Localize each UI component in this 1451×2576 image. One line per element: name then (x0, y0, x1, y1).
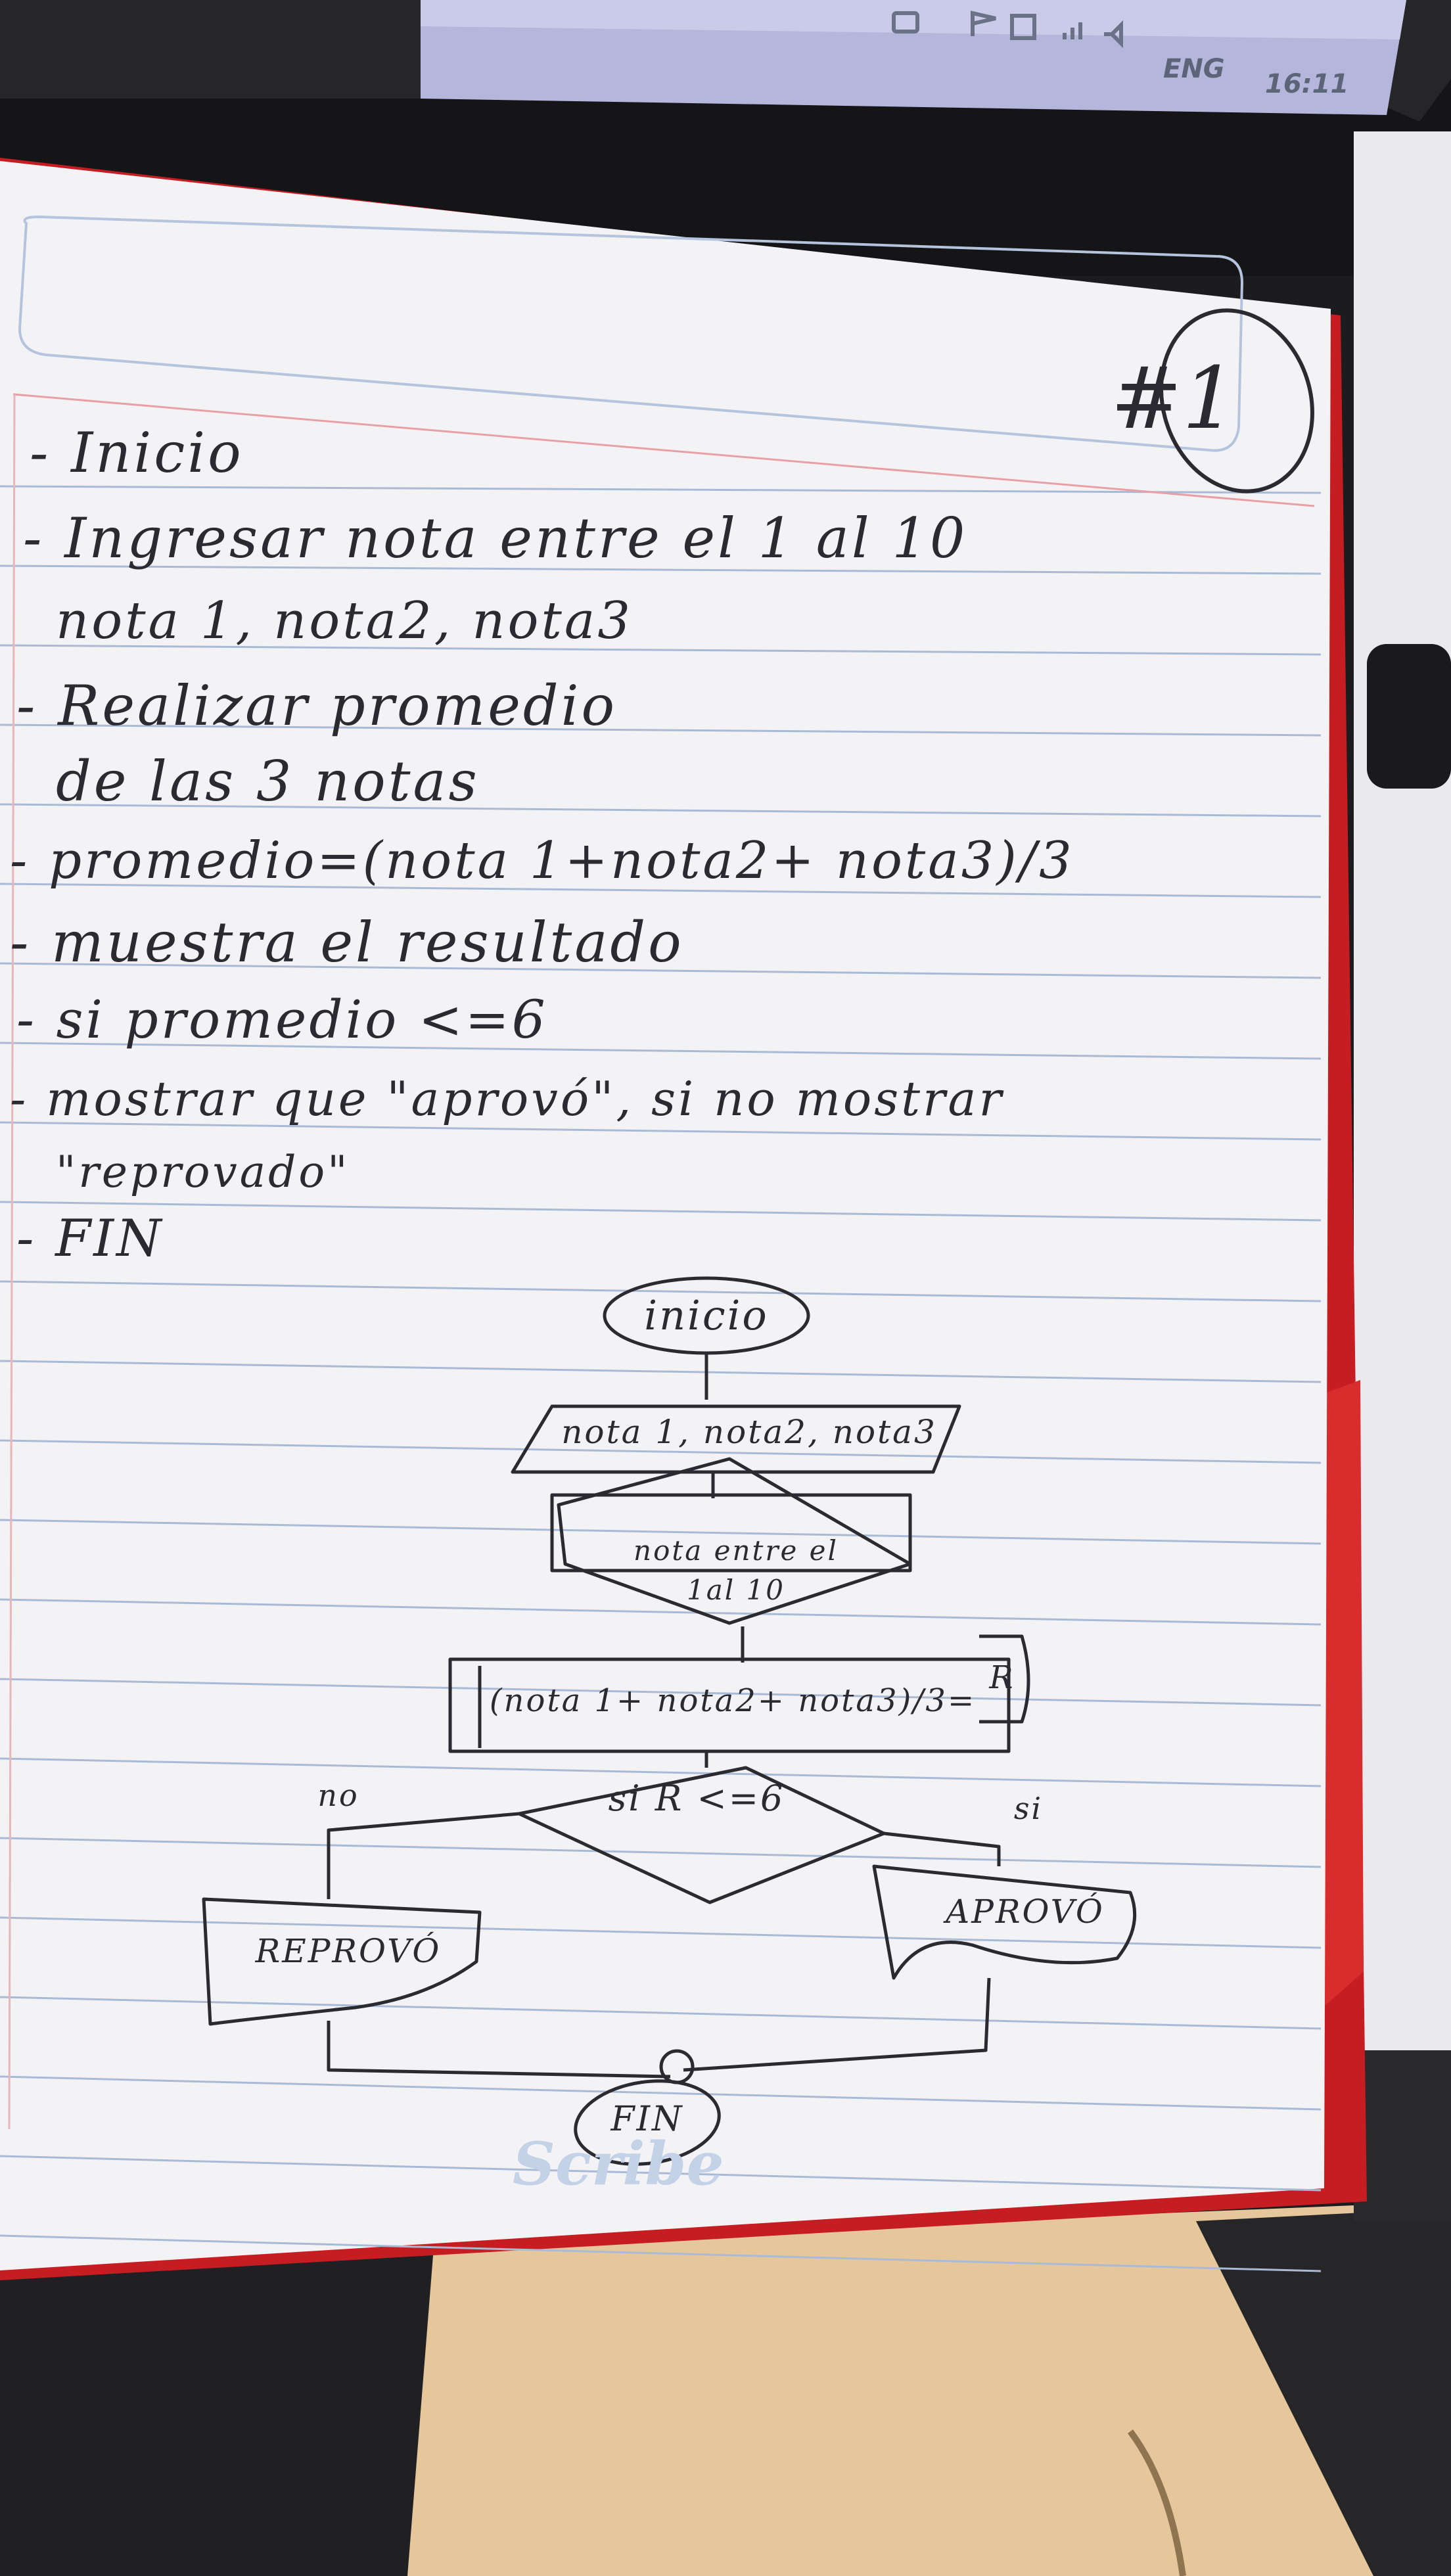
result-box (979, 1634, 1030, 1724)
start-terminal (603, 1276, 810, 1355)
taskbar-icons (892, 11, 1123, 49)
merge-left (327, 2021, 671, 2079)
merge-right (683, 1977, 991, 2072)
ruled-line (0, 485, 1322, 494)
end-terminal (574, 2079, 721, 2166)
ruled-lines (0, 485, 1322, 2272)
check-box (550, 1493, 912, 1573)
flow-process-label: (nota 1+ nota2+ nota3)/3= (489, 1682, 977, 1719)
ruled-line (0, 2234, 1322, 2272)
ruled-line (0, 1280, 1322, 1302)
ruled-line (0, 1837, 1322, 1868)
yes-output-document (872, 1864, 1137, 1980)
branch-no (327, 1812, 520, 1899)
note-line-3: nota 1, nota2, nota3 (56, 591, 633, 651)
ruled-line (0, 1678, 1322, 1707)
note-line-4: - Realizar promedio (16, 674, 618, 738)
screen-highlight (421, 0, 1406, 39)
flow-yes-output-label: APROVÓ (946, 1893, 1105, 1931)
notebook-page (0, 161, 1331, 2270)
ruled-line (0, 1439, 1322, 1464)
flow-no-label: no (317, 1778, 359, 1813)
note-line-1: - Inicio (30, 421, 244, 485)
ruled-line (0, 962, 1322, 979)
ruled-line (0, 1598, 1322, 1626)
note-line-2: - Ingresar nota entre el 1 al 10 (23, 506, 968, 570)
paper-watermark: Scribe (513, 2129, 724, 2199)
ruled-line (0, 1121, 1322, 1141)
ruled-line (0, 803, 1322, 817)
ruled-line (0, 1201, 1322, 1222)
note-line-7: - muestra el resultado (10, 910, 684, 975)
page-number: #1 (1111, 348, 1237, 448)
background-right (1354, 131, 1451, 2208)
no-output-document (202, 1897, 482, 2026)
ruled-line (0, 564, 1322, 575)
check-diamond (557, 1457, 912, 1625)
flow-check-label: nota entre el 1al 10 (633, 1534, 839, 1606)
page-number-circle (1159, 308, 1314, 494)
flow-decision-label: si R <=6 (608, 1778, 785, 1819)
flow-start-label: inicio (644, 1291, 769, 1339)
process-box (448, 1657, 1011, 1753)
network-icon (892, 11, 919, 34)
flow-result-label: R (989, 1659, 1015, 1696)
laptop-corner (1354, 2050, 1451, 2221)
margin-line-vertical (8, 394, 16, 2130)
flow-yes-label: si (1013, 1791, 1044, 1826)
ruled-line (0, 1042, 1322, 1060)
ruled-line (0, 2155, 1322, 2192)
dark-object-left (0, 2247, 434, 2576)
ruled-line (0, 644, 1322, 656)
ruled-line (0, 2075, 1322, 2111)
note-line-5: de las 3 notas (56, 749, 480, 814)
ruled-line (0, 1360, 1322, 1383)
note-line-10: "reprovado" (56, 1147, 350, 1197)
branch-yes (883, 1831, 1001, 1866)
laptop-hinge (1367, 644, 1451, 789)
margin-line (12, 393, 1315, 507)
note-line-9: - mostrar que "aprovó", si no mostrar (10, 1071, 1004, 1126)
input-parallelogram (511, 1404, 961, 1474)
taskbar-time: 16:11 (1265, 69, 1349, 99)
note-line-6: - promedio=(nota 1+nota2+ nota3)/3 (10, 831, 1074, 890)
flow-input-label: nota 1, nota2, nota3 (561, 1413, 937, 1451)
dark-object-right (1196, 2208, 1451, 2576)
tablet-icon (1010, 14, 1036, 40)
header-box (18, 215, 1244, 452)
desk-stain (1127, 2429, 1186, 2576)
ruled-line (0, 883, 1322, 898)
note-line-11: - FIN (16, 1209, 164, 1268)
ruled-line (0, 1916, 1322, 1949)
ruled-line (0, 724, 1322, 737)
ruled-line (0, 1757, 1322, 1787)
volume-icon (1104, 20, 1123, 49)
ruled-line (0, 1996, 1322, 2030)
signal-icon (1063, 22, 1082, 39)
note-line-8: - si promedio <=6 (16, 989, 548, 1050)
flag-icon (971, 11, 996, 36)
taskbar-language: ENG (1163, 54, 1225, 84)
ruled-line (0, 1519, 1322, 1545)
flowchart (202, 1276, 1137, 2166)
flow-no-output-label: REPROVÓ (255, 1932, 442, 1970)
flow-end-label: FIN (610, 2100, 684, 2139)
